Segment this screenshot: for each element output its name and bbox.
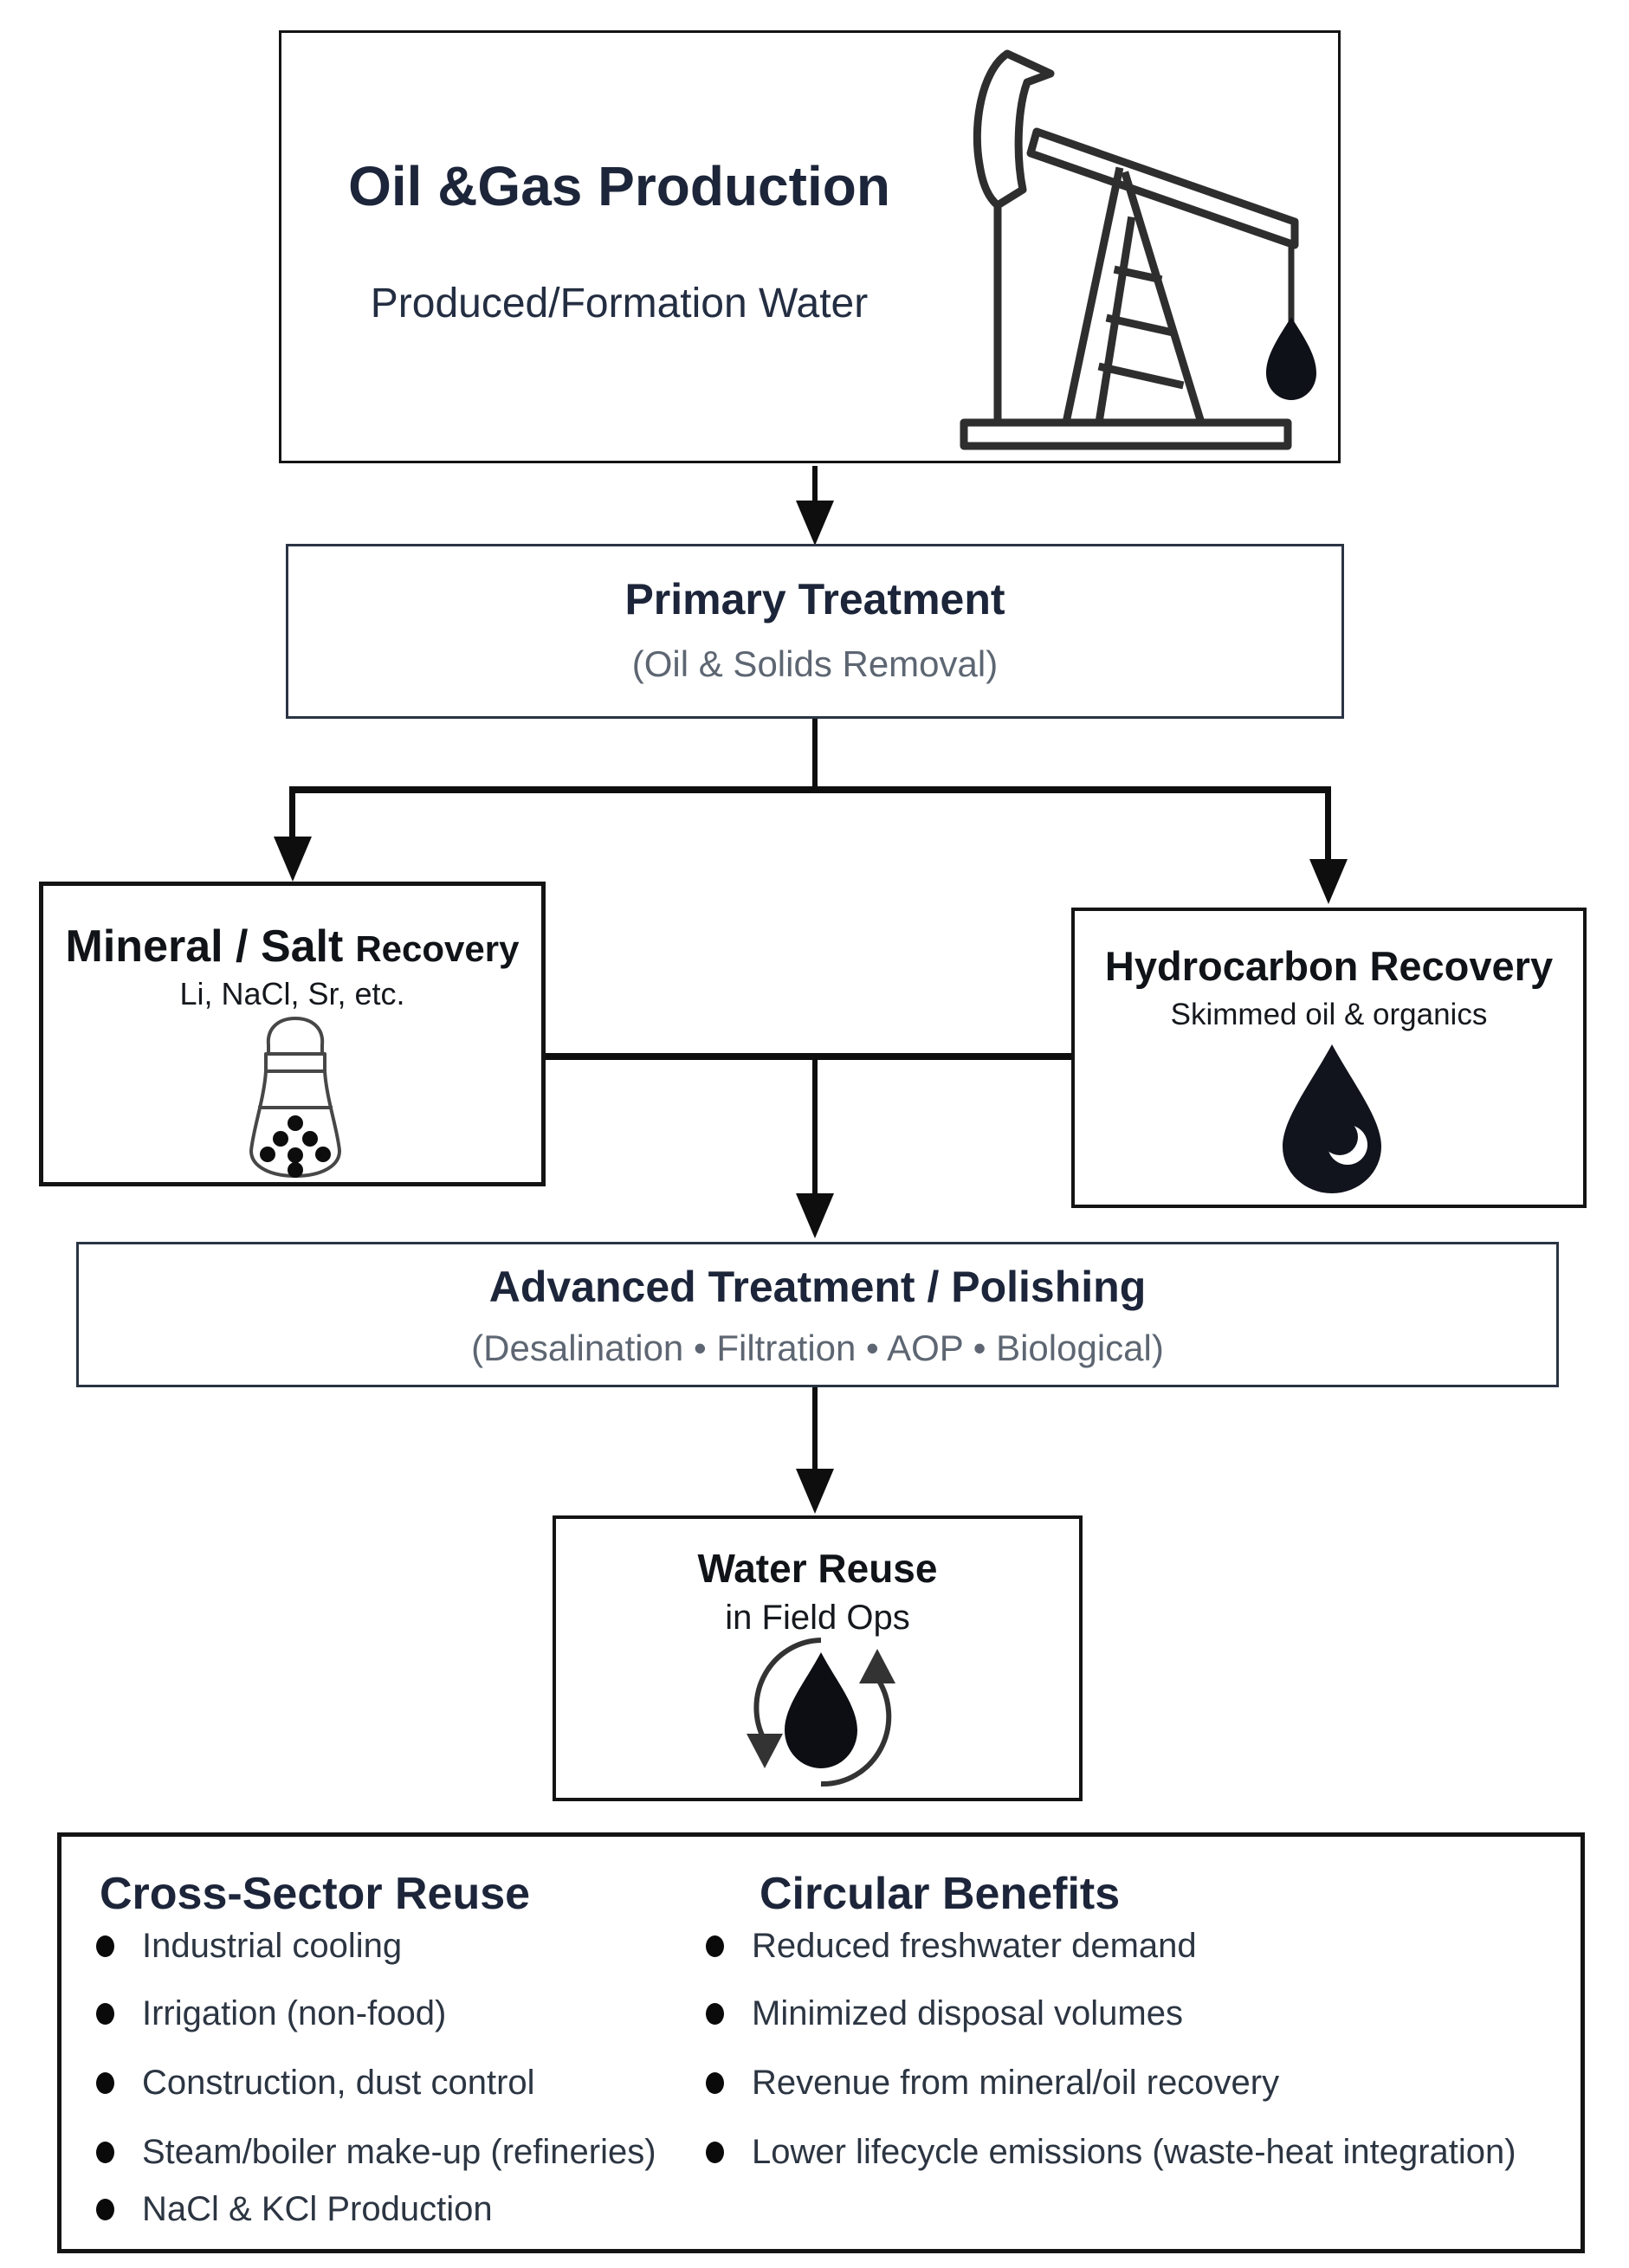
list-item: Revenue from mineral/oil recovery <box>706 2064 1279 2103</box>
advanced-subtitle: (Desalination • Filtration • AOP • Biolo… <box>471 1328 1164 1368</box>
bullet-icon <box>96 2199 114 2220</box>
oil-gas-production-box: Oil &Gas Production Produced/Formation W… <box>279 30 1341 463</box>
bullet-icon <box>96 1935 114 1957</box>
bullet-icon <box>706 1935 724 1957</box>
reuse-title: Water Reuse <box>697 1546 938 1591</box>
bullet-icon <box>706 2003 724 2025</box>
bullet-icon <box>706 2072 724 2094</box>
primary-subtitle: (Oil & Solids Removal) <box>631 643 999 684</box>
connector-branch-bar <box>289 786 1331 793</box>
oil-gas-title: Oil &Gas Production <box>348 155 890 217</box>
hydrocarbon-title: Hydrocarbon Recovery <box>1104 943 1554 989</box>
list-item: Lower lifecycle emissions (waste-heat in… <box>706 2133 1516 2172</box>
arrow-reuse-stem <box>812 1387 818 1470</box>
list-item: NaCl & KCl Production <box>96 2190 493 2229</box>
benefits-box: Cross-Sector Reuse Circular Benefits Ind… <box>57 1832 1585 2253</box>
hydrocarbon-subtitle: Skimmed oil & organics <box>1170 998 1488 1031</box>
arrow-source-primary-stem <box>812 466 818 502</box>
connector-right-drop <box>1325 786 1331 861</box>
arrow-source-primary-head <box>796 501 834 546</box>
arrow-reuse-head <box>796 1469 834 1514</box>
advanced-title: Advanced Treatment / Polishing <box>488 1263 1147 1311</box>
bullet-icon <box>96 2072 114 2094</box>
arrow-mineral-head <box>274 837 312 882</box>
mineral-title: Mineral / Salt Recovery <box>43 921 541 972</box>
primary-treatment-box: Primary Treatment (Oil & Solids Removal) <box>286 544 1344 719</box>
mineral-salt-recovery-box: Mineral / Salt Recovery Li, NaCl, Sr, etc… <box>39 882 546 1186</box>
bullet-icon <box>706 2142 724 2163</box>
bullet-icon <box>96 2003 114 2025</box>
list-item: Steam/boiler make-up (refineries) <box>96 2133 656 2172</box>
arrow-hydrocarbon-head <box>1309 859 1348 904</box>
list-item: Construction, dust control <box>96 2064 535 2103</box>
list-item: Industrial cooling <box>96 1927 402 1966</box>
mineral-title-main: Mineral / Salt <box>65 921 344 972</box>
bullet-icon <box>96 2142 114 2163</box>
connector-mid-bar <box>546 1053 1071 1060</box>
advanced-treatment-box: Advanced Treatment / Polishing (Desalina… <box>76 1242 1559 1387</box>
mineral-title-small: Recovery <box>355 928 520 969</box>
list-item: Irrigation (non-food) <box>96 1994 446 2033</box>
water-recycle-icon <box>734 1628 908 1789</box>
list-item: Minimized disposal volumes <box>706 1994 1183 2033</box>
mineral-subtitle: Li, NaCl, Sr, etc. <box>179 976 405 1011</box>
oil-gas-subtitle: Produced/Formation Water <box>370 281 869 326</box>
primary-title: Primary Treatment <box>624 575 1005 624</box>
salt-shaker-icon <box>237 1014 353 1180</box>
connector-left-drop <box>289 786 295 838</box>
list-item: Reduced freshwater demand <box>706 1927 1197 1966</box>
pumpjack-icon <box>927 43 1325 457</box>
connector-primary-stem <box>812 719 818 790</box>
oil-drop-icon <box>1267 1039 1397 1195</box>
water-reuse-box: Water Reuse in Field Ops <box>553 1515 1083 1801</box>
connector-mid-stem <box>812 1060 818 1195</box>
cross-sector-heading: Cross-Sector Reuse <box>100 1869 531 1919</box>
arrow-advanced-head <box>796 1193 834 1238</box>
reuse-subtitle: in Field Ops <box>725 1599 910 1637</box>
hydrocarbon-recovery-box: Hydrocarbon Recovery Skimmed oil & organ… <box>1071 908 1587 1208</box>
circular-benefits-heading: Circular Benefits <box>760 1869 1121 1919</box>
